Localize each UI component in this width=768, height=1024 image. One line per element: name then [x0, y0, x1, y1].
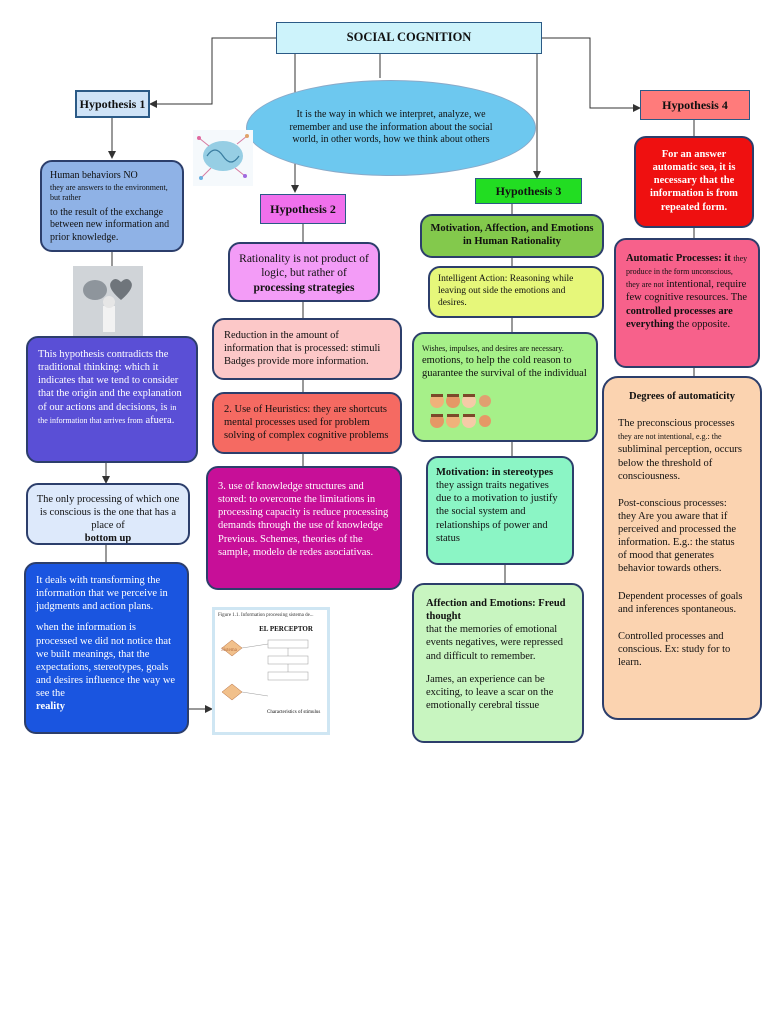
h4-b3-p1-small: they are not intentional, e.g.: the: [618, 432, 722, 442]
h4-b2-text: intentional, require few cognitive resou…: [626, 279, 748, 304]
hypothesis-4-label: Hypothesis 4: [640, 90, 750, 120]
hypothesis-3-label: Hypothesis 3: [475, 178, 582, 204]
h3-intelligent-action-box: Intelligent Action: Reasoning while leav…: [428, 266, 604, 318]
brain-network-image: [193, 130, 253, 186]
h1-b1-text-b: to the result of the exchange between ne…: [50, 206, 170, 243]
h3-b5-title: Affection and Emotions: Freud thought: [426, 598, 566, 623]
h4-b3-title: Degrees of automaticity: [629, 391, 735, 402]
brain-heart-image: [73, 266, 143, 336]
h1-b1-text-a: Human behaviors NO: [50, 170, 138, 181]
h1-b2-text-small: in the information that arrives from: [38, 402, 177, 425]
h4-b2-bold: controlled processes are everything: [626, 305, 733, 330]
h2-knowledge-box: 3. use of knowledge structures and store…: [206, 466, 402, 590]
definition-text: It is the way in which we interpret, ana…: [289, 109, 493, 146]
h2-reduction-box: Reduction in the amount of information t…: [212, 318, 402, 380]
figure-caption: Figure 1.1. Information processing siste…: [218, 613, 314, 618]
h3-motivation-title-box: Motivation, Affection, and Emotions in H…: [420, 214, 604, 258]
hypothesis-2-text: Hypothesis 2: [270, 201, 336, 216]
h2-heuristics-box: 2. Use of Heuristics: they are shortcuts…: [212, 392, 402, 454]
h4-b3-p1: The preconscious processes they are not …: [618, 417, 746, 483]
figure-flow-diagram: [221, 639, 309, 701]
h4-automatic-answer-box: For an answer automatic sea, it is neces…: [634, 136, 754, 228]
figure-heading: EL PERCEPTOR: [259, 625, 313, 634]
hypothesis-1-text: Hypothesis 1: [79, 96, 146, 111]
figure-side: Sistema: [221, 648, 237, 653]
definition-ellipse: It is the way in which we interpret, ana…: [246, 80, 536, 176]
h3-b2-text-a: Intelligent Action:: [438, 274, 508, 284]
h3-b5-james: James, an experience can be exciting, to…: [426, 673, 554, 711]
h2-b2-text: Reduction in the amount of information t…: [224, 330, 381, 368]
h4-b1-text: For an answer automatic sea, it is neces…: [650, 149, 738, 213]
h3-freud-box: Affection and Emotions: Freud thought th…: [412, 583, 584, 743]
h4-b2-title: Automatic Processes: it: [626, 253, 731, 264]
h1-b3-text: The only processing of which one is cons…: [36, 494, 180, 532]
h2-rationality-box: Rationality is not product of logic, but…: [228, 242, 380, 302]
h1-b4-text-c: reality: [36, 701, 65, 713]
hypothesis-4-text: Hypothesis 4: [662, 97, 728, 112]
h4-b3-p2: Post-conscious processes: they Are you a…: [618, 497, 737, 575]
h2-b1-text: Rationality is not product of logic, but…: [239, 253, 369, 280]
h3-b2-text-b: Reasoning while leaving out side the emo…: [438, 274, 574, 308]
h3-b3-text: emotions, to help the cold reason to gua…: [422, 355, 587, 380]
hypothesis-2-label: Hypothesis 2: [260, 194, 346, 224]
h3-b4-title: Motivation: in stereotypes: [436, 467, 554, 478]
h1-transform-box: It deals with transforming the informati…: [24, 562, 189, 734]
h3-b3-small: Wishes, impulses, and desires are necess…: [422, 344, 564, 353]
h1-b1-text-small: they are answers to the environment, but…: [50, 182, 168, 202]
figure-bottom-label: Characteristics of stimulus: [267, 710, 321, 715]
h1-contradicts-box: This hypothesis contradicts the traditio…: [26, 336, 198, 463]
h1-b4-text-a: It deals with transforming the informati…: [36, 575, 168, 613]
h1-b4-text-b: when the information is processed we did…: [36, 622, 176, 699]
page-title: SOCIAL COGNITION: [346, 30, 472, 45]
hypothesis-1-label: Hypothesis 1: [75, 90, 150, 118]
h4-b3-p1-b: subliminal perception, occurs below the …: [618, 444, 742, 482]
h3-wishes-box: Wishes, impulses, and desires are necess…: [412, 332, 598, 442]
h4-b3-p3: Dependent processes of goals and inferen…: [618, 590, 743, 615]
h4-automatic-processes-box: Automatic Processes: it they produce in …: [614, 238, 760, 368]
emotion-faces-image: [430, 394, 491, 428]
h4-b2-end: the opposite.: [676, 318, 731, 330]
info-processing-figure: Figure 1.1. Information processing siste…: [212, 607, 330, 735]
h3-b4-text: they assign traits negatives due to a mo…: [436, 480, 558, 544]
h3-b5-text: that the memories of emotional events ne…: [426, 624, 564, 662]
h1-b3-bold: bottom up: [84, 533, 132, 545]
h1-b2-text: This hypothesis contradicts the traditio…: [38, 349, 182, 413]
h1-exchange-box: Human behaviors NO they are answers to t…: [40, 160, 184, 252]
h2-b3-text: 2. Use of Heuristics: they are shortcuts…: [224, 404, 389, 442]
h2-b1-bold: processing strategies: [253, 281, 355, 294]
h1-b2-text-end: afuera.: [145, 414, 175, 426]
h3-b1-text: Motivation, Affection, and Emotions in H…: [430, 223, 594, 248]
title-box: SOCIAL COGNITION: [276, 22, 542, 54]
h4-degrees-box: Degrees of automaticity The preconscious…: [602, 376, 762, 720]
h4-b3-p4: Controlled processes and conscious. Ex: …: [618, 630, 731, 668]
h3-stereotypes-box: Motivation: in stereotypes they assign t…: [426, 456, 574, 565]
hypothesis-3-text: Hypothesis 3: [495, 183, 562, 198]
h4-b3-p1-a: The preconscious processes: [618, 418, 735, 430]
h4-b2-small: they produce in the form unconscious, th…: [626, 254, 748, 290]
h2-b4-text: 3. use of knowledge structures and store…: [218, 481, 389, 558]
h1-bottom-up-box: The only processing of which one is cons…: [26, 483, 190, 545]
